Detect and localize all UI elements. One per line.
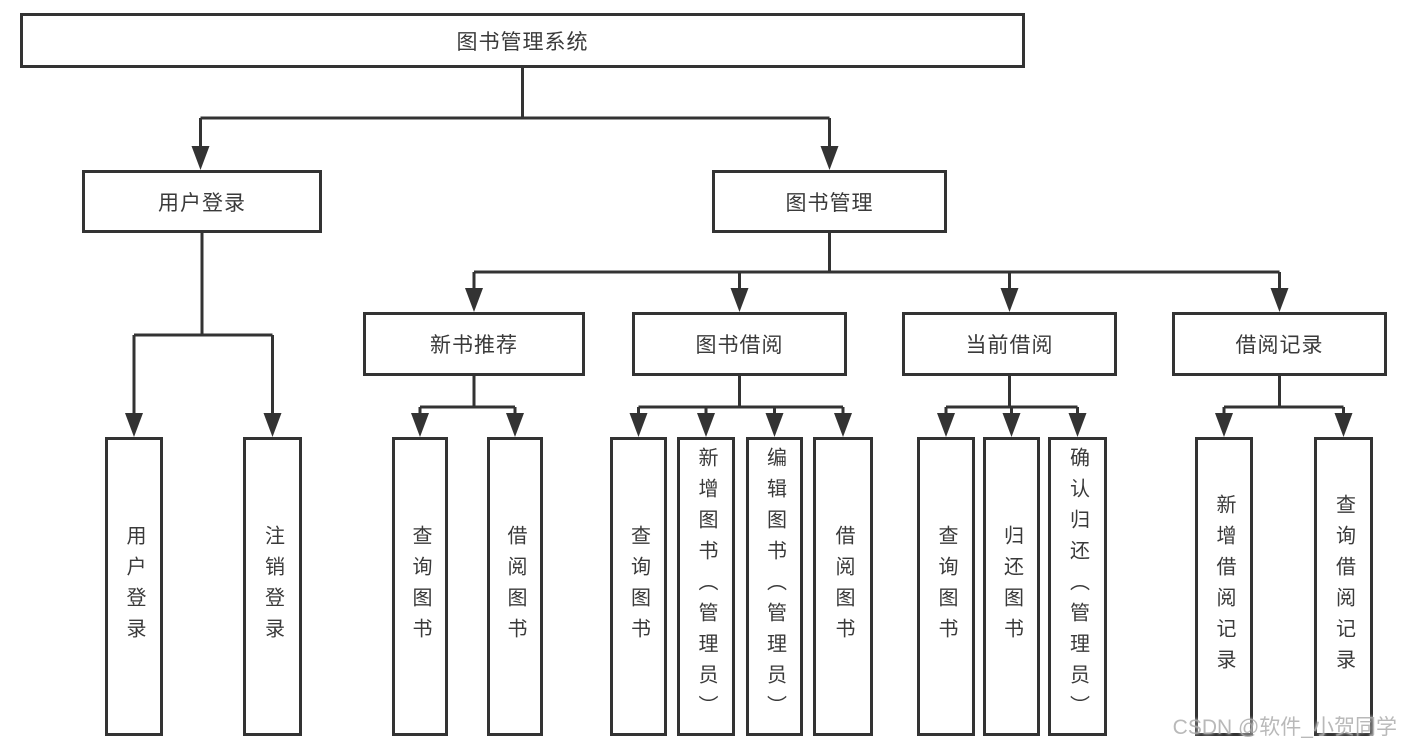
node-label: 新增借阅记录 — [1213, 493, 1235, 680]
node-label: 图书借阅 — [695, 334, 784, 357]
node-label: 用户登录 — [123, 524, 145, 649]
node-label: 查询图书 — [409, 524, 431, 649]
arrowhead — [765, 413, 784, 437]
arrowhead — [820, 146, 839, 170]
leaf-add-books-admin: 新增图书（管理员） — [677, 437, 735, 736]
node-label: 查询图书 — [627, 524, 650, 649]
node-label: 归还图书 — [1000, 524, 1023, 649]
leaf-query-books-2: 查询图书 — [610, 437, 667, 736]
connector-root-to-level2 — [199, 68, 831, 156]
node-label: 新增图书（管理员） — [695, 447, 717, 726]
arrowhead — [730, 288, 749, 312]
arrowhead — [1215, 413, 1233, 437]
arrowhead — [697, 413, 715, 437]
connector-new-book-to-leaves — [418, 376, 517, 423]
leaf-borrow-books-2: 借阅图书 — [813, 437, 873, 736]
leaf-logout: 注销登录 — [243, 437, 302, 736]
leaf-borrow-books-1: 借阅图书 — [487, 437, 543, 736]
node-borrow-records: 借阅记录 — [1172, 312, 1387, 376]
arrowhead — [263, 413, 282, 437]
leaf-user-login: 用户登录 — [105, 437, 163, 736]
node-label: 查询图书 — [935, 524, 957, 649]
arrowhead — [191, 146, 210, 170]
leaf-query-books-3: 查询图书 — [917, 437, 975, 736]
node-label: 借阅图书 — [832, 524, 854, 649]
node-label: 用户登录 — [158, 191, 246, 215]
node-label: 新书推荐 — [430, 334, 518, 357]
connector-book-management-to-level3 — [472, 233, 1281, 298]
arrowhead — [465, 288, 483, 312]
arrowhead — [834, 413, 852, 437]
node-label: 确认归还（管理员） — [1066, 447, 1089, 726]
node-label: 图书管理系统 — [456, 30, 589, 54]
node-current-borrow: 当前借阅 — [902, 312, 1117, 376]
node-label: 查询借阅记录 — [1332, 493, 1355, 680]
arrowhead — [506, 413, 524, 437]
leaf-query-books-1: 查询图书 — [392, 437, 448, 736]
leaf-confirm-return-admin: 确认归还（管理员） — [1048, 437, 1107, 736]
node-library-management-system: 图书管理系统 — [20, 13, 1025, 68]
node-new-book-recommend: 新书推荐 — [363, 312, 585, 376]
arrowhead — [411, 413, 429, 437]
node-label: 借阅记录 — [1235, 334, 1324, 357]
arrowhead — [1000, 288, 1019, 312]
connector-user-login-to-leaves — [132, 233, 274, 423]
node-book-borrow: 图书借阅 — [632, 312, 847, 376]
arrowhead — [1334, 413, 1353, 437]
node-label: 注销登录 — [261, 524, 284, 649]
leaf-return-books: 归还图书 — [983, 437, 1040, 736]
node-label: 图书管理 — [785, 191, 874, 215]
node-user-login: 用户登录 — [82, 170, 322, 233]
node-book-management: 图书管理 — [712, 170, 947, 233]
node-label: 当前借阅 — [965, 334, 1054, 357]
leaf-edit-books-admin: 编辑图书（管理员） — [746, 437, 803, 736]
arrowhead — [125, 413, 143, 437]
node-label: 编辑图书（管理员） — [763, 447, 786, 726]
arrowhead — [1270, 288, 1289, 312]
csdn-watermark: CSDN @软件_小贺同学 — [1172, 716, 1397, 739]
arrowhead — [937, 413, 955, 437]
leaf-query-borrow-record: 查询借阅记录 — [1314, 437, 1373, 736]
arrowhead — [1068, 413, 1087, 437]
node-label: 借阅图书 — [504, 524, 526, 649]
connector-book-borrow-to-leaves — [637, 376, 845, 423]
arrowhead — [629, 413, 648, 437]
connector-borrow-records-to-leaves — [1222, 376, 1345, 423]
leaf-add-borrow-record: 新增借阅记录 — [1195, 437, 1253, 736]
arrowhead — [1002, 413, 1021, 437]
